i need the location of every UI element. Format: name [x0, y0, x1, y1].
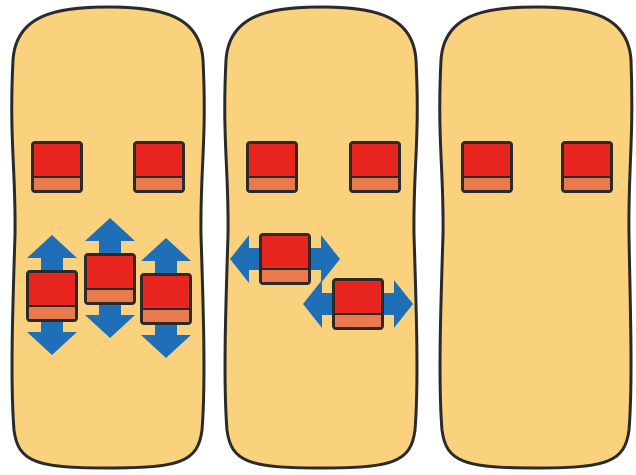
seat-icon [331, 277, 385, 331]
car-body-3 [438, 5, 634, 470]
car-panel-3 [438, 5, 634, 470]
seat-icon [258, 232, 312, 286]
seat-icon [139, 272, 193, 326]
seat-icon [348, 140, 402, 194]
car-panel-1 [10, 5, 206, 470]
seat-icon [132, 140, 186, 194]
seat-icon [245, 140, 299, 194]
seat-icon [460, 140, 514, 194]
seat-icon [560, 140, 614, 194]
car-panel-2 [223, 5, 419, 470]
seat-icon [83, 252, 137, 306]
seat-icon [25, 269, 79, 323]
seat-icon [30, 140, 84, 194]
